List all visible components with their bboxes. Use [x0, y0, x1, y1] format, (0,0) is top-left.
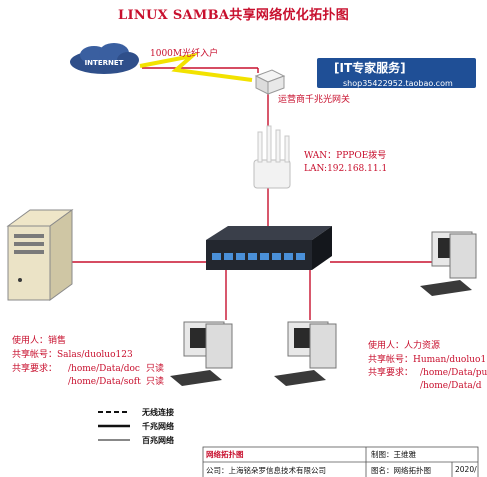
fiber-lightning-icon — [139, 52, 253, 82]
title-block — [202, 446, 479, 477]
legend — [98, 411, 130, 441]
internet-label: INTERNET — [85, 59, 124, 67]
left-req-label: 共享要求： — [12, 364, 58, 374]
gigabit-links — [72, 67, 436, 320]
left-path2-perm: 只读 — [146, 377, 165, 387]
pc-icon-right — [420, 231, 477, 296]
service-badge — [317, 58, 476, 88]
wireless-router-icon — [253, 125, 291, 189]
legend-hundred: 百兆网络 — [142, 436, 174, 445]
shop-url: shop35422952.taobao.com — [343, 79, 453, 88]
right-path2: /home/Data/d — [420, 381, 482, 391]
service-badge-text: [IT专家服务] — [334, 61, 406, 75]
table-drawing: 图名：网络拓扑图 — [371, 466, 431, 475]
left-user: 使用人：销售 — [12, 336, 67, 346]
table-date: 2020/ — [455, 465, 477, 474]
right-path1: /home/Data/pu — [420, 368, 487, 378]
left-path1: /home/Data/doc — [68, 364, 140, 374]
pc-icon-left — [170, 321, 233, 386]
right-req-label: 共享要求： — [368, 368, 414, 378]
gateway-label: 运营商千兆光网关 — [278, 95, 351, 105]
topology-diagram: INTERNET — [6, 43, 479, 477]
fiber-label: 1000M光纤入户 — [150, 49, 219, 59]
right-user: 使用人：人力资源 — [368, 341, 441, 351]
router-lan: LAN:192.168.11.1 — [304, 164, 388, 174]
gateway-icon — [254, 69, 286, 95]
left-path2: /home/Data/soft — [68, 377, 141, 387]
network-switch-icon — [206, 226, 332, 270]
left-path1-perm: 只读 — [146, 364, 165, 374]
legend-wireless: 无线连接 — [142, 408, 174, 417]
table-company: 公司：上海铭朵罗信息技术有限公司 — [206, 466, 326, 475]
legend-gigabit: 千兆网络 — [142, 422, 174, 431]
table-name: 网络拓扑图 — [206, 450, 244, 459]
pc-icon-center — [274, 321, 337, 386]
router-wan: WAN：PPPOE拨号 — [304, 151, 387, 161]
left-account: 共享帐号：Salas/duoluo123 — [12, 350, 133, 360]
file-server-icon — [6, 209, 74, 301]
title-block-cells: 网络拓扑图 制图：王维雅 公司：上海铭朵罗信息技术有限公司 图名：网络拓扑图 2… — [203, 447, 477, 477]
page-title: LINUX SAMBA共享网络优化拓扑图 — [118, 8, 349, 23]
internet-cloud-icon: INTERNET — [70, 43, 139, 74]
table-maker: 制图：王维雅 — [371, 450, 416, 459]
right-account: 共享帐号：Human/duoluo1 — [368, 355, 487, 365]
